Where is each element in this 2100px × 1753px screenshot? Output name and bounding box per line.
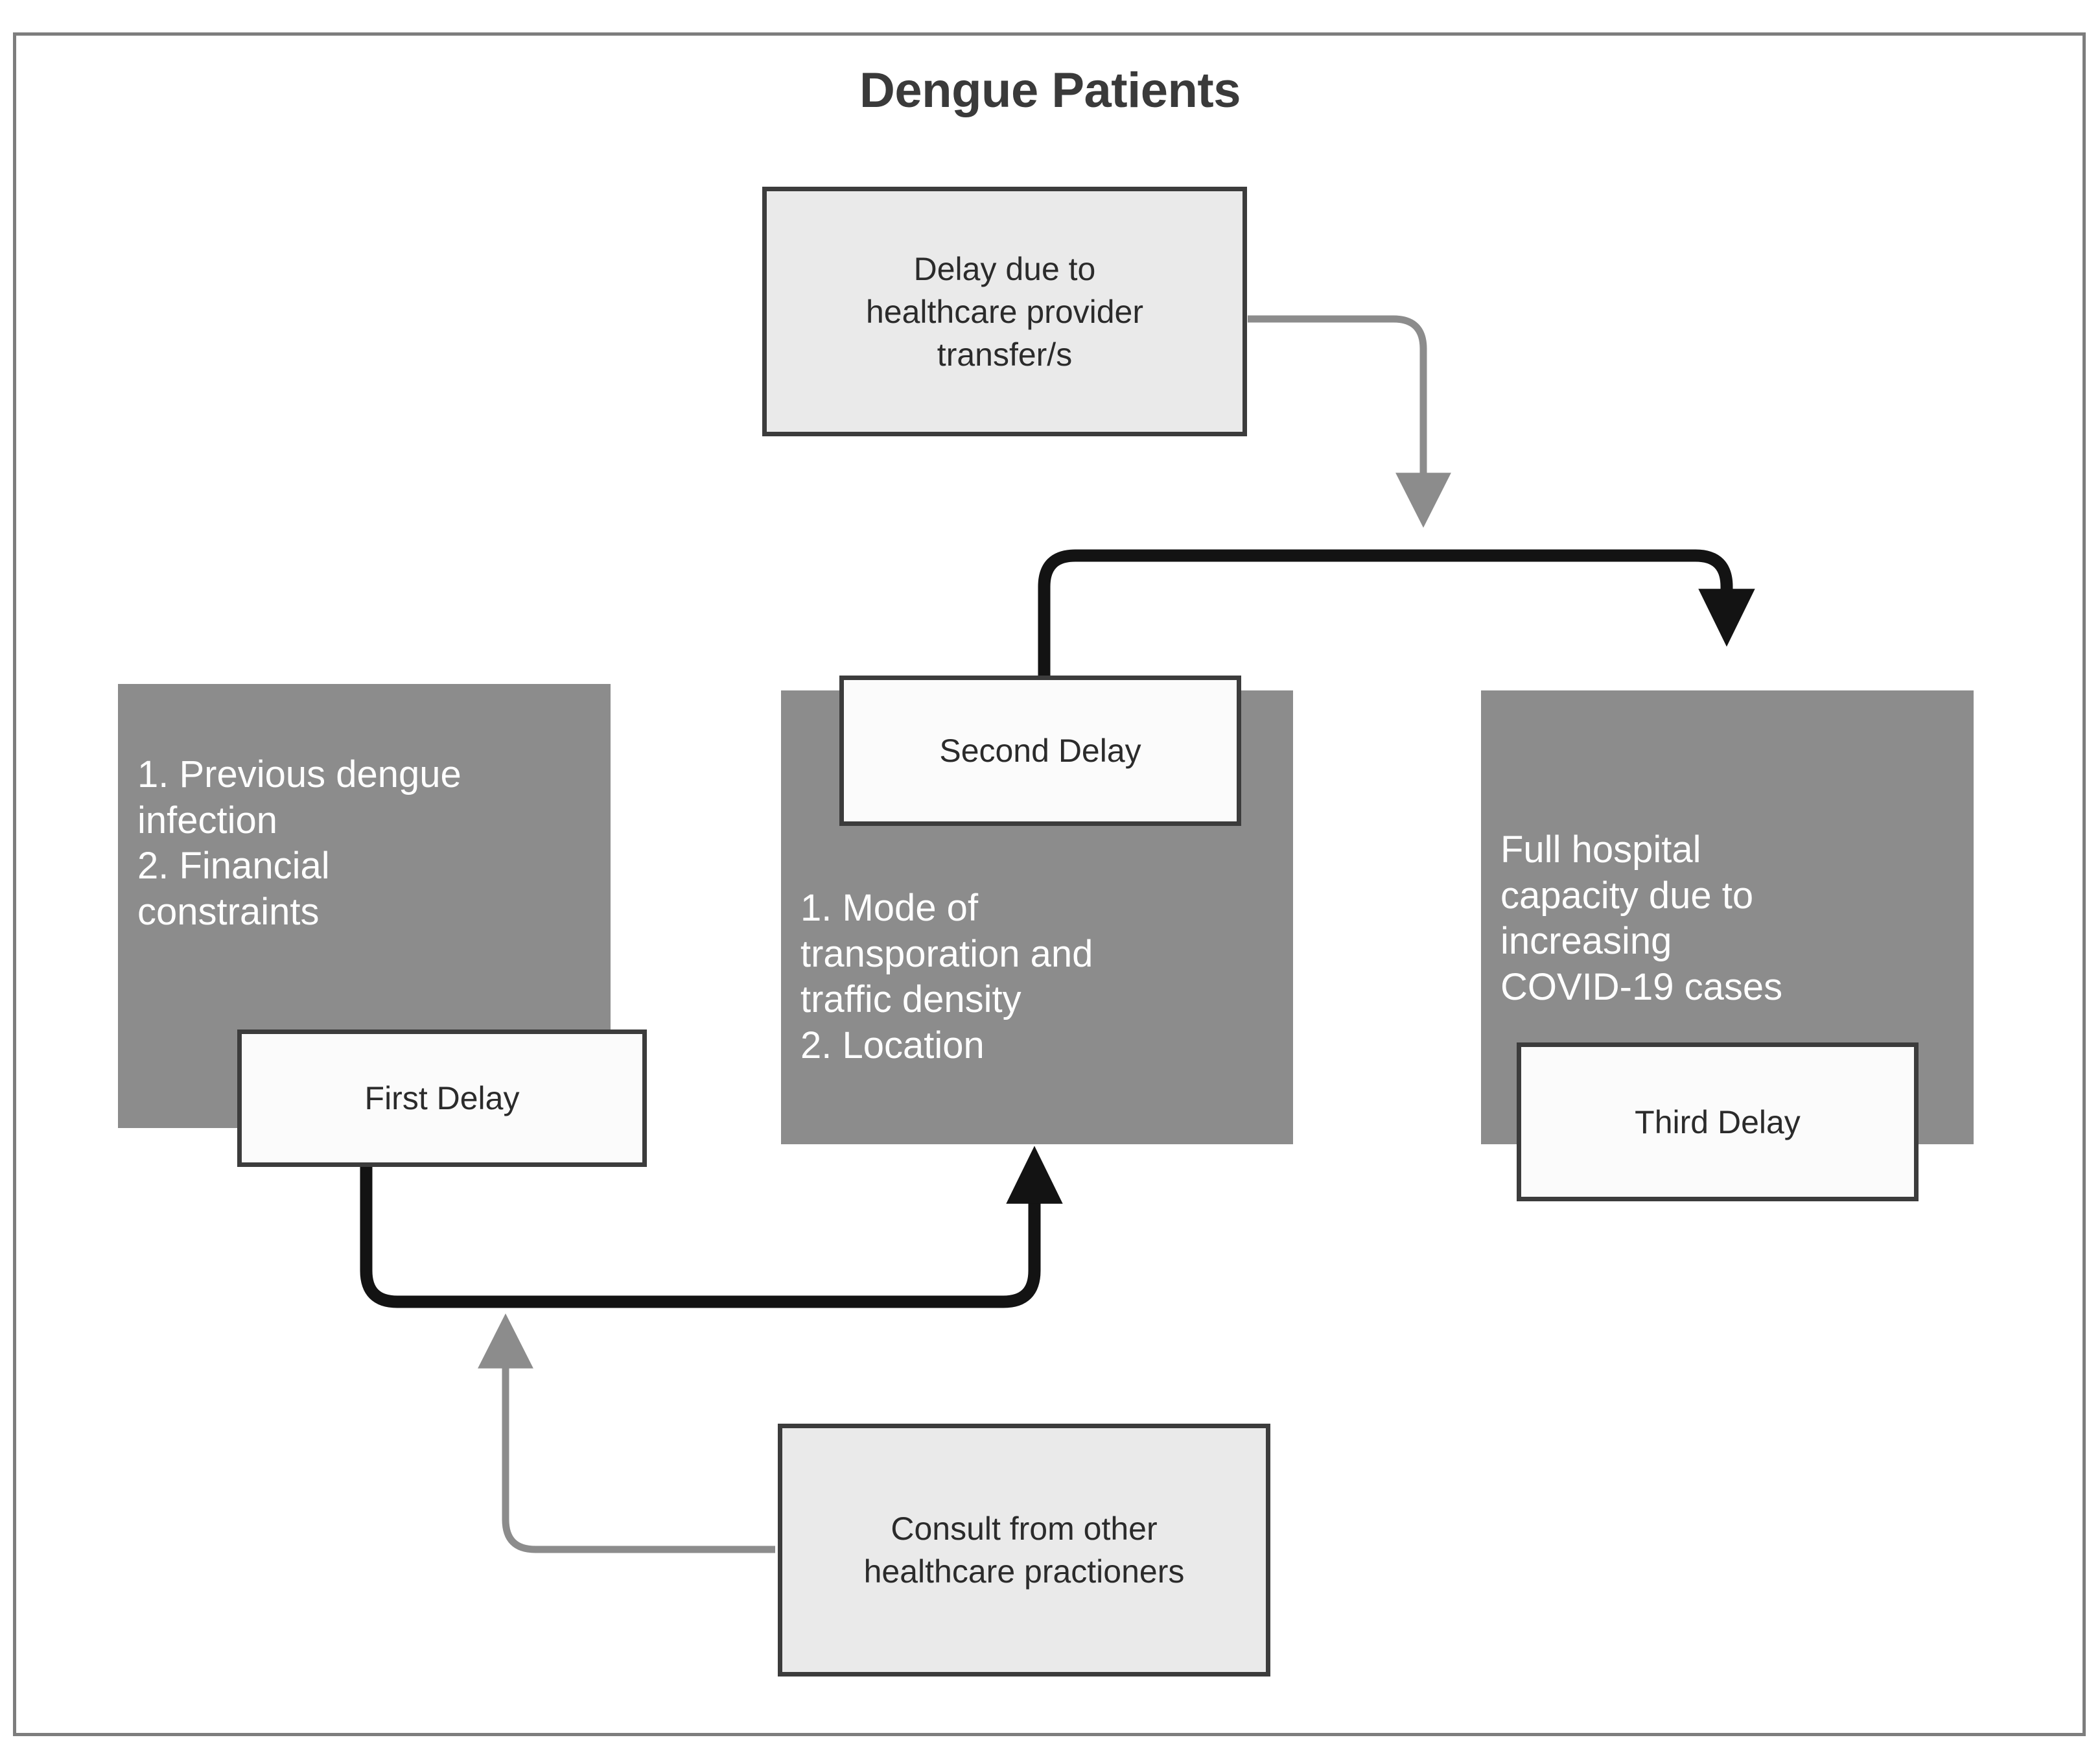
node-second-factors-label: 1. Mode of transporation and traffic den… <box>800 886 1093 1066</box>
node-bottom-note[interactable]: Consult from other healthcare practioner… <box>778 1424 1270 1677</box>
node-second-delay[interactable]: Second Delay <box>839 676 1241 826</box>
node-top-note-label: Delay due to healthcare provider transfe… <box>865 250 1144 373</box>
node-third-delay[interactable]: Third Delay <box>1517 1042 1919 1201</box>
node-first-factors-label: 1. Previous dengue infection 2. Financia… <box>137 753 461 933</box>
node-second-delay-label: Second Delay <box>939 733 1141 769</box>
node-top-note[interactable]: Delay due to healthcare provider transfe… <box>762 187 1247 436</box>
node-first-delay[interactable]: First Delay <box>237 1029 647 1167</box>
node-third-delay-label: Third Delay <box>1635 1103 1801 1140</box>
node-bottom-note-label: Consult from other healthcare practioner… <box>863 1511 1185 1590</box>
page-title: Dengue Patients <box>859 63 1241 118</box>
node-first-delay-label: First Delay <box>364 1080 520 1116</box>
node-third-factors-label: Full hospital capacity due to increasing… <box>1500 828 1783 1008</box>
